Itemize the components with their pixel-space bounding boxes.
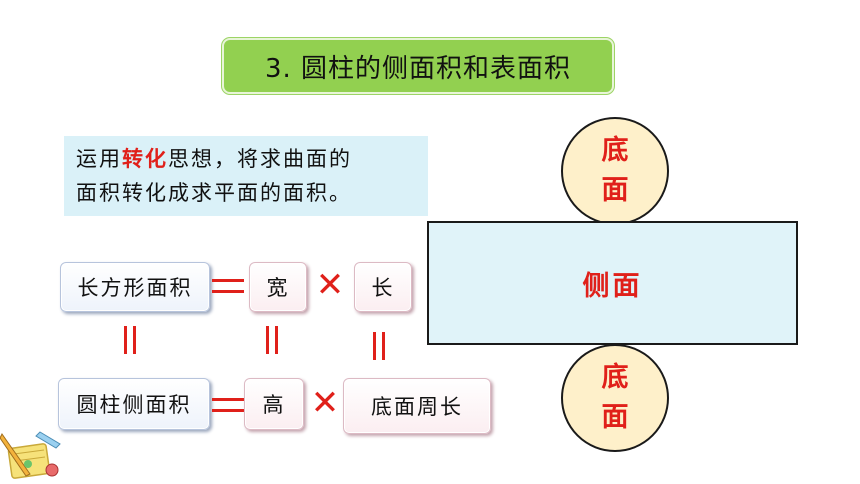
- top-base-char-2: 面: [601, 175, 629, 206]
- rectangle-area-box: 长方形面积: [60, 262, 210, 312]
- base-circumference-label: 底面周长: [371, 395, 463, 419]
- rectangle-area-label: 长方形面积: [77, 276, 193, 300]
- lateral-surface-label: 侧面: [582, 270, 643, 302]
- bottom-base-char-2: 面: [601, 402, 629, 433]
- bottom-base-char-1: 底: [601, 362, 629, 393]
- vertical-equals-2: [266, 326, 278, 354]
- stationery-decoration-icon: [0, 431, 61, 479]
- cylinder-lateral-area-box: 圆柱侧面积: [58, 378, 210, 430]
- times-icon-row2: ✕: [310, 383, 340, 423]
- note-prefix: 运用: [76, 147, 122, 171]
- height-label: 高: [262, 393, 286, 417]
- note-highlight: 转化: [122, 146, 168, 171]
- concept-note: 运用转化思想，将求曲面的 面积转化成求平面的面积。: [64, 136, 428, 216]
- lateral-surface-rect: 侧面: [427, 221, 798, 345]
- width-box: 宽: [249, 262, 307, 312]
- vertical-equals-3: [373, 332, 385, 360]
- times-icon-row1: ✕: [315, 265, 345, 305]
- bottom-base-circle: 底 面: [561, 344, 669, 452]
- equals-sign-row1: [212, 279, 244, 293]
- equals-sign-row2: [212, 398, 244, 412]
- width-label: 宽: [266, 276, 290, 300]
- section-title: 3. 圆柱的侧面积和表面积: [222, 38, 614, 94]
- length-box: 长: [354, 262, 412, 312]
- note-line-2: 面积转化成求平面的面积。: [76, 181, 352, 205]
- base-circumference-box: 底面周长: [343, 378, 491, 434]
- vertical-equals-1: [124, 326, 136, 354]
- top-base-circle: 底 面: [561, 117, 669, 225]
- section-title-text: 3. 圆柱的侧面积和表面积: [264, 53, 572, 84]
- cylinder-lateral-area-label: 圆柱侧面积: [76, 393, 192, 417]
- note-suffix: 思想，将求曲面的: [168, 147, 352, 171]
- note-line-1: 运用转化思想，将求曲面的: [76, 142, 428, 176]
- height-box: 高: [244, 378, 304, 430]
- top-base-char-1: 底: [601, 135, 629, 166]
- length-label: 长: [371, 276, 395, 300]
